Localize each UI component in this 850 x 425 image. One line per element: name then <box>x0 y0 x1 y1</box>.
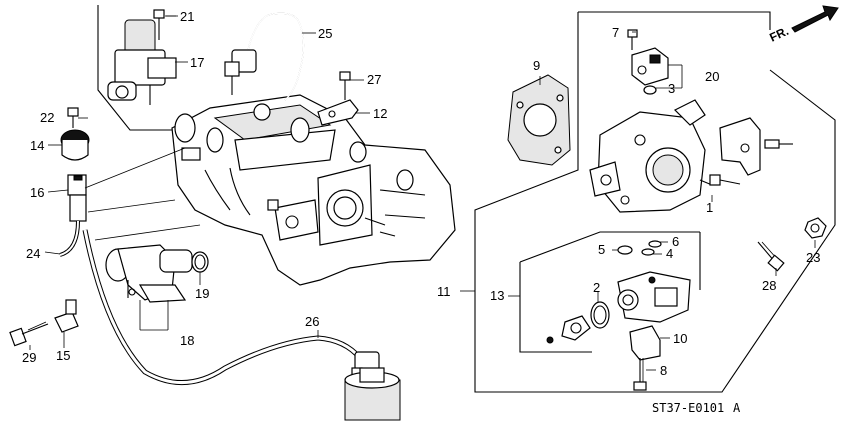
part-label-12: 12 <box>373 106 387 121</box>
part-label-23: 23 <box>806 250 820 265</box>
part-label-1: 1 <box>706 200 713 215</box>
bolt-29 <box>9 321 49 347</box>
part-label-8: 8 <box>660 363 667 378</box>
bolt-throttle <box>709 174 741 186</box>
part-label-9: 9 <box>533 58 540 73</box>
part-label-22: 22 <box>40 110 54 125</box>
part-label-2: 2 <box>593 280 600 295</box>
part-label-28: 28 <box>762 278 776 293</box>
throttle-body-frame <box>474 11 836 393</box>
part-labels: 1 2 3 4 5 6 7 8 9 10 11 12 13 14 15 16 1… <box>22 9 820 378</box>
part-label-20: 20 <box>705 69 719 84</box>
part-label-26: 26 <box>305 314 319 329</box>
bolt-28 <box>757 241 785 272</box>
small-seals-4-5-6 <box>617 240 662 256</box>
throttle-body-1 <box>589 99 713 213</box>
part-label-7: 7 <box>612 25 619 40</box>
part-label-19: 19 <box>195 286 209 301</box>
screw-7 <box>627 29 638 50</box>
part-label-27: 27 <box>367 72 381 87</box>
part-label-24: 24 <box>26 246 40 261</box>
part-label-6: 6 <box>672 234 679 249</box>
bracket-10 <box>629 325 661 361</box>
drawing-code: ST37-E0101 <box>652 401 724 415</box>
o-ring-19 <box>191 251 209 273</box>
vacuum-hose-25 <box>224 12 305 101</box>
cable-bracket <box>719 117 793 176</box>
bolt-27 <box>339 71 351 100</box>
iac-valve-18 <box>105 244 193 303</box>
clamp-15 <box>54 299 79 333</box>
sensor-20 <box>631 47 669 86</box>
part-label-18: 18 <box>180 333 194 348</box>
part-label-4: 4 <box>666 246 673 261</box>
canister <box>344 367 401 421</box>
nut-23 <box>804 217 827 239</box>
fr-label: FR. <box>767 24 790 45</box>
part-label-3: 3 <box>668 81 675 96</box>
hose-24 <box>59 220 80 257</box>
part-label-11: 11 <box>437 284 451 299</box>
intake-manifold <box>171 94 456 286</box>
leader-lines <box>29 15 816 371</box>
part-label-21: 21 <box>180 9 194 24</box>
washer-3 <box>643 85 657 95</box>
part-label-16: 16 <box>30 185 44 200</box>
connector-16 <box>67 174 87 222</box>
bracket-12 <box>317 99 359 126</box>
front-direction-arrow: FR. <box>767 5 839 45</box>
part-label-17: 17 <box>190 55 204 70</box>
o-ring-2 <box>590 301 610 329</box>
bolt-22 <box>67 107 79 128</box>
gasket-9 <box>507 74 571 166</box>
gasket-plate <box>546 315 591 344</box>
iac-subassembly-box <box>519 231 701 353</box>
cap-14 <box>60 129 90 161</box>
part-label-5: 5 <box>598 242 605 257</box>
part-label-10: 10 <box>673 331 687 346</box>
part-label-25: 25 <box>318 26 332 41</box>
part-label-14: 14 <box>30 138 44 153</box>
part-label-13: 13 <box>490 288 504 303</box>
solenoid-valve-17 <box>107 19 177 105</box>
drawing-revision: A <box>733 401 741 415</box>
bolt-8 <box>633 358 647 391</box>
part-label-15: 15 <box>56 348 70 363</box>
valve-body-13 <box>617 271 691 323</box>
bolt-21 <box>153 9 176 40</box>
part-label-29: 29 <box>22 350 36 365</box>
